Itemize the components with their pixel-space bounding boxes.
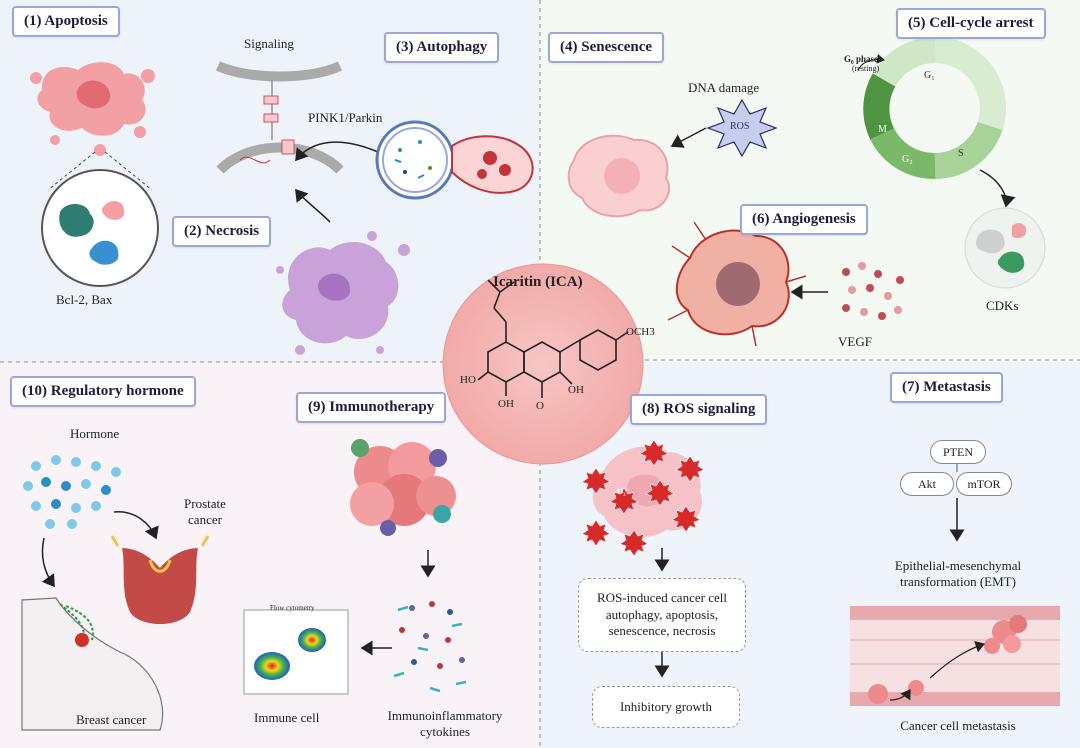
necrosis-label: (2) Necrosis <box>172 216 272 247</box>
flow-cytometry-title: Flow cytometry <box>270 604 315 612</box>
och3-label: OCH3 <box>626 326 655 338</box>
ros-outcome-line1: ROS-induced cancer cell <box>597 589 727 605</box>
ros-outcome-line2: autophagy, apoptosis, <box>605 606 719 622</box>
inhibitory-growth-box: Inhibitory growth <box>592 686 740 728</box>
vegf-text: VEGF <box>838 334 872 349</box>
necrotic-cell-icon <box>276 231 410 355</box>
g0-phase-text: G₀ phase <box>844 54 878 64</box>
cdks-text: CDKs <box>986 298 1019 313</box>
prostate-icon <box>110 535 210 624</box>
signaling-text: Signaling <box>244 36 294 51</box>
senescence-label: (4) Senescence <box>548 32 665 63</box>
m-phase-text: M <box>878 124 887 135</box>
cytokines-line2: cytokines <box>420 724 470 739</box>
cell-cycle-ring-icon <box>863 37 1006 179</box>
emt-line1: Epithelial-mesenchymal <box>894 558 1022 573</box>
autophagosome-icon <box>375 120 534 200</box>
cytokines-icon <box>393 601 467 693</box>
vegf-particles-icon <box>842 262 904 320</box>
ros-burst-text: ROS <box>730 121 750 132</box>
mtor-node: mTOR <box>956 472 1012 496</box>
ros-burst-icon <box>706 98 778 158</box>
icaritin-structure <box>477 279 629 398</box>
carbonyl-o-label: O <box>536 400 544 412</box>
cytokines-line1: Immunoinflammatory <box>387 708 503 723</box>
tumor-immune-cluster-icon <box>350 439 456 536</box>
breast-cancer-text: Breast cancer <box>76 712 147 727</box>
superoxide-text: O₂⁻ <box>617 487 630 496</box>
immune-cell-text: Immune cell <box>254 710 320 725</box>
senescent-cell-icon <box>567 134 671 218</box>
metastasis-label: (7) Metastasis <box>890 372 1003 403</box>
breast-icon <box>21 597 164 731</box>
cell-cycle-label: (5) Cell-cycle arrest <box>896 8 1046 39</box>
g1-text: G₁ <box>924 70 935 81</box>
dna-damage-text: DNA damage <box>688 80 760 95</box>
apoptosis-caption: Bcl-2, Bax <box>56 292 113 307</box>
hormone-text: Hormone <box>70 426 120 441</box>
regulatory-hormone-label: (10) Regulatory hormone <box>10 376 196 407</box>
blood-vessel-metastasis-icon <box>850 606 1060 706</box>
icaritin-title: Icaritin (ICA) <box>493 274 583 290</box>
tumor-vessel-icon <box>667 215 807 347</box>
prostate-line1: Prostate <box>184 496 226 511</box>
akt-node: Akt <box>900 472 954 496</box>
oh-bottom-label: OH <box>498 398 514 410</box>
emt-line2: transformation (EMT) <box>900 574 1016 589</box>
cdk-protein-icon <box>964 207 1046 289</box>
ros-outcome-line3: senescence, necrosis <box>608 623 716 639</box>
resting-text: (resting) <box>852 64 880 73</box>
ho-label: HO <box>460 374 476 386</box>
protein-zoom-icon <box>41 169 159 287</box>
g2-text: G₂ <box>902 154 913 165</box>
apoptosis-label: (1) Apoptosis <box>12 6 120 37</box>
ros-signaling-label: (8) ROS signaling <box>630 394 768 425</box>
metastasis-caption: Cancer cell metastasis <box>900 718 1016 733</box>
mitophagy-signaling-icon <box>215 61 344 174</box>
oh-right-label: OH <box>568 384 584 396</box>
immunotherapy-label: (9) Immunotherapy <box>296 392 447 423</box>
icaritin-center-circle <box>442 263 644 465</box>
hormone-particles-icon <box>23 455 121 529</box>
angiogenesis-label: (6) Angiogenesis <box>740 204 868 235</box>
autophagy-label: (3) Autophagy <box>384 32 500 63</box>
superoxide-icon <box>581 439 705 557</box>
pink1-parkin-text: PINK1/Parkin <box>308 110 383 125</box>
ros-outcome-box: ROS-induced cancer cell autophagy, apopt… <box>578 578 746 652</box>
s-phase-text: S <box>958 148 964 159</box>
pten-node: PTEN <box>930 440 986 464</box>
flow-cytometry-plot <box>243 609 349 695</box>
apoptosis-cell-icon <box>30 62 155 156</box>
prostate-line2: cancer <box>188 512 222 527</box>
